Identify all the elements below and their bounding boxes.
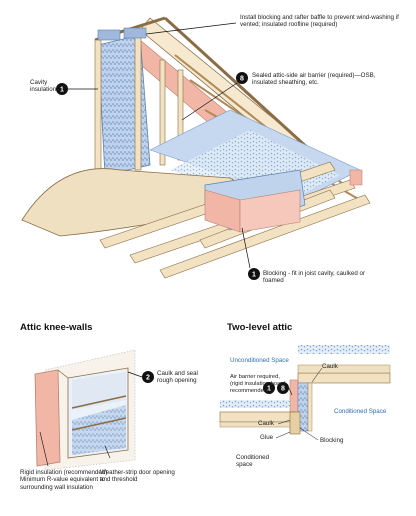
label-caulk-seal: Caulk and seal rough opening: [157, 370, 198, 385]
label-cavity-insulation: Cavity insulation: [30, 79, 57, 94]
heading-two-level: Two-level attic: [227, 322, 293, 333]
two-level-diagram: 1 8: [219, 345, 391, 441]
label-blocking-top: Blocking - fit in joist cavity, caulked …: [263, 270, 366, 285]
callout-cavity-number: 1: [60, 87, 64, 94]
upper-ceiling-joist: [297, 372, 391, 384]
heading-knee-walls: Attic knee-walls: [20, 322, 93, 333]
callout-caulk-number: 2: [146, 375, 150, 382]
callout-two-level-a: 1: [263, 382, 275, 394]
callout-air-barrier-number: 8: [240, 76, 244, 83]
label-caulk-mid: Caulk: [258, 420, 274, 427]
label-blocking-two-level: Blocking: [320, 437, 344, 444]
label-baffle: Install blocking and rafter baffle to pr…: [240, 14, 399, 29]
label-caulk-top: Caulk: [322, 363, 338, 370]
label-air-barrier-two-level: Air barrier required, (rigid insulation …: [230, 374, 286, 394]
label-conditioned-bottom: Conditioned space: [236, 454, 270, 469]
callout-blocking: 1: [241, 227, 260, 280]
callout-cavity: 1: [56, 83, 98, 95]
label-unconditioned-space: Unconditioned Space: [230, 357, 289, 364]
blocking-block: [289, 411, 301, 435]
callout-two-level-a-number: 1: [267, 386, 271, 393]
top-attic-diagram: 1 8 1: [21, 16, 371, 280]
callout-blocking-number: 1: [252, 272, 256, 279]
baffle-left: [97, 29, 121, 41]
callout-two-level-b: 8: [277, 382, 293, 396]
callout-caulk: 2: [127, 371, 154, 383]
callout-two-level-b-number: 8: [281, 386, 285, 393]
label-rigid-insulation: Rigid insulation (recommended) Minimum R…: [20, 469, 108, 491]
baffle-right: [123, 27, 147, 39]
label-glue: Glue: [260, 434, 274, 441]
rigid-insulation-panel: [34, 369, 61, 467]
label-air-barrier-top: Sealed attic-side air barrier (required)…: [252, 72, 376, 87]
callout-air-barrier: 8: [181, 72, 248, 121]
label-conditioned-right: Conditioned Space: [334, 408, 387, 415]
knee-wall-diagram: 2: [34, 349, 154, 471]
label-weather-strip: Weather-strip door opening and threshold: [100, 469, 175, 484]
